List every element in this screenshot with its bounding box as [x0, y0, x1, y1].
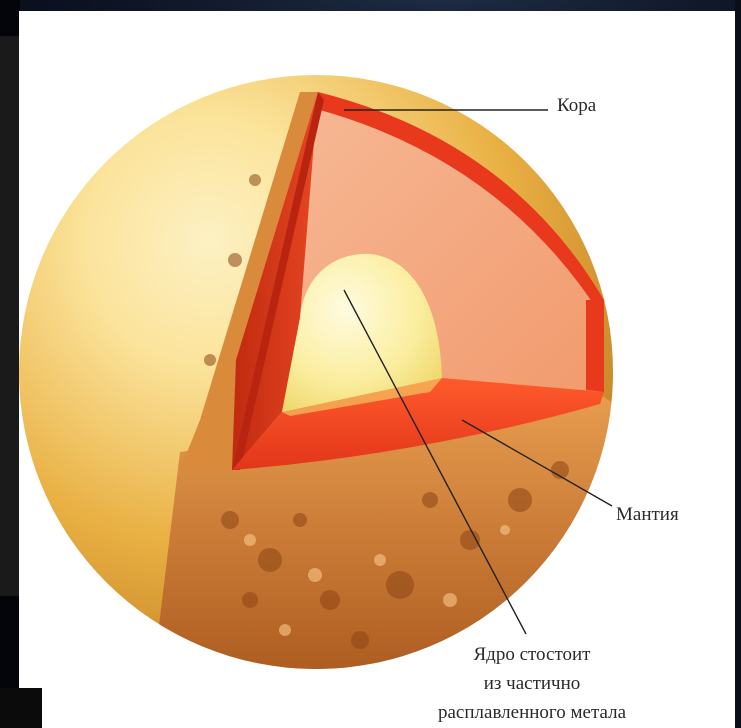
core-label-line-2: из частично — [396, 669, 668, 698]
core-label: Ядро стостоит из частично расплавленного… — [396, 640, 668, 727]
crust-rim-right — [586, 300, 604, 392]
core-label-line-1: Ядро стостоит — [396, 640, 668, 669]
core-label-line-3: расплавленного метала — [396, 698, 668, 727]
crust-label: Кора — [557, 94, 596, 118]
mantle-label: Мантия — [616, 503, 679, 527]
